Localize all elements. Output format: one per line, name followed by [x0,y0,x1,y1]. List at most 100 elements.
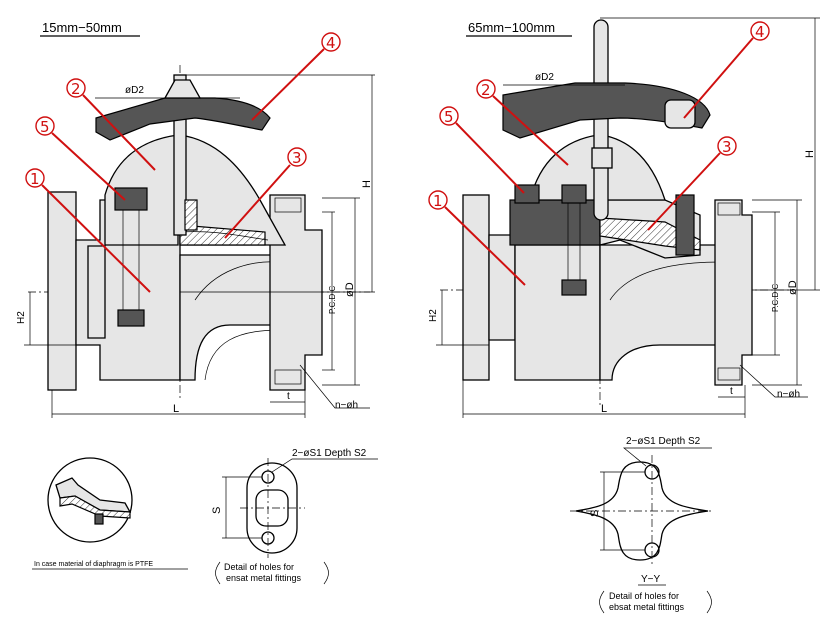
right-h2-label: H2 [428,309,439,322]
right-flange-hole-bottom [717,367,741,381]
left-callout-2: 2 [66,78,156,171]
right-callout-1-leader [444,206,526,286]
right-valve-view: 65mm−100mm H [428,17,820,418]
left-holes-label: n−øh [335,400,358,411]
ptfe-detail-circle [47,457,133,543]
left-t-label: t [287,391,290,402]
right-inlet-bore [488,234,516,341]
right-inlet-flange [462,194,490,381]
left-callout-2-label: 2 [71,80,81,98]
left-callout-4-label: 4 [326,34,336,52]
right-callout-2-circle [476,79,496,99]
left-callout-3-circle [287,147,307,167]
right-pcd-label: P.C.D C [771,283,780,312]
left-flange-hole-bottom [274,369,302,385]
left-holes-leader [299,364,370,409]
right-bonnet-dome-section [601,134,666,201]
left-h2-label: H2 [16,311,27,324]
left-flange-hole-top [274,197,302,213]
left-l-label: L [173,403,179,415]
left-callout-3-leader [224,164,291,239]
right-callout-3: 3 [647,136,737,231]
ptfe-note: In case material of diaphragm is PTFE [34,561,153,568]
right-side-bolt [675,194,695,256]
right-callout-4-leader [683,37,754,119]
right-callout-1-label: 1 [433,192,443,210]
left-pcd-label: P.C.D C [328,285,337,314]
right-callout-4: 4 [683,21,770,119]
left-compressor [184,199,198,231]
right-spindle [593,19,609,221]
left-bonnet-bolt-head [114,187,148,211]
left-callout-4-circle [321,32,341,52]
left-body-outlet [179,254,281,381]
ebsat-detail: S 2−øS1 Depth S2 Y−Y Detail of holes for… [570,436,712,614]
left-callout-4: 4 [251,32,341,121]
right-handwheel [502,82,711,139]
left-diaphragm-line [179,231,269,241]
ptfe-stud [94,513,104,525]
right-callout-2-label: 2 [481,81,491,99]
ebsat-spec-leader [623,447,712,467]
right-bolt-nut [561,279,587,296]
left-h-label: H [361,180,373,188]
ensat-caption-1: Detail of holes for [224,562,294,572]
ensat-s-label: S [211,507,223,514]
right-flow-curve [609,261,721,301]
right-h-label: H [804,150,816,158]
right-size-range: 65mm−100mm [468,20,555,35]
right-flange-hole-top [717,202,741,216]
right-callout-4-circle [750,21,770,41]
right-spindle-nut [591,147,613,169]
right-l-label: L [601,403,607,415]
right-outlet-flange [714,199,753,386]
left-callout-5-leader [51,132,126,201]
left-handwheel-hub [163,79,202,99]
right-holes-label: n−øh [777,389,800,400]
left-size-range: 15mm−50mm [42,20,122,35]
right-od2-label: øD2 [535,72,554,83]
right-callout-3-leader [647,152,721,231]
left-od-label: øD [344,282,356,297]
ebsat-caption-1: Detail of holes for [609,591,679,601]
left-callout-2-circle [66,78,86,98]
left-callout-3: 3 [224,147,307,239]
left-valve-view: 15mm−50mm H [16,20,375,418]
right-body-inlet [514,244,601,381]
right-handwheel-grip [664,99,696,129]
right-callout-3-circle [717,136,737,156]
left-callout-5-label: 5 [40,118,50,136]
right-callout-2: 2 [476,79,569,166]
left-callout-1-label: 1 [30,170,40,188]
left-outlet-flange [269,194,323,391]
left-handwheel [95,97,271,141]
left-od2-label: øD2 [125,85,144,96]
ebsat-caption-paren-open [599,590,605,614]
left-callout-1: 1 [25,168,151,293]
ensat-caption-paren-open [215,561,221,585]
right-callout-5-circle [439,106,459,126]
right-callout-1: 1 [428,190,526,286]
left-callout-2-leader [82,94,156,171]
right-callout-4-label: 4 [755,23,765,41]
left-callout-1-leader [41,184,151,293]
left-flow-curve-2 [204,329,281,381]
left-bonnet-section [179,134,287,246]
left-callout-1-circle [25,168,45,188]
ensat-caption-paren-close [323,561,329,585]
ptfe-detail: In case material of diaphragm is PTFE [32,457,188,570]
right-holes-leader [739,364,808,398]
ebsat-spec: 2−øS1 Depth S2 [626,436,701,447]
left-callout-5: 5 [35,116,126,201]
ensat-spec: 2−øS1 Depth S2 [292,448,367,459]
ebsat-section-label: Y−Y [641,574,661,585]
left-inlet-bore [87,245,106,339]
ensat-detail: S 2−øS1 Depth S2 Detail of holes for ens… [211,448,378,585]
ptfe-liner [59,495,131,519]
right-t-label: t [730,386,733,397]
ebsat-pad-outline [575,461,709,561]
ebsat-caption-2: ebsat metal fittings [609,602,685,612]
ebsat-s-label: S [589,510,601,517]
ensat-spec-leader [271,458,378,473]
left-diaphragm [179,224,266,246]
